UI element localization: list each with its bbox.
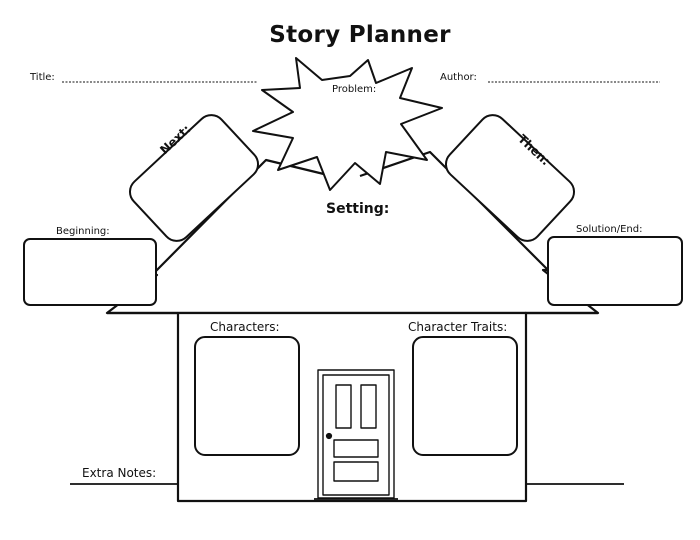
then-box[interactable] xyxy=(440,109,580,246)
author-label: Author: xyxy=(440,72,477,83)
setting-label: Setting: xyxy=(326,201,390,217)
door-frame xyxy=(317,369,395,499)
problem-starburst[interactable] xyxy=(252,57,443,191)
door-bottom-panel xyxy=(333,461,379,482)
door-window-right xyxy=(360,384,377,429)
extra-notes-label: Extra Notes: xyxy=(82,466,157,480)
beginning-label: Beginning: xyxy=(56,226,110,237)
characters-label: Characters: xyxy=(210,320,280,334)
character-traits-label: Character Traits: xyxy=(408,320,508,334)
traits-box[interactable] xyxy=(412,336,518,456)
door xyxy=(314,369,398,500)
solution-label: Solution/End: xyxy=(576,224,643,235)
title-label: Title: xyxy=(30,72,55,83)
next-box[interactable] xyxy=(124,109,264,246)
door-panel xyxy=(322,374,390,496)
door-knob xyxy=(325,432,333,440)
page-title: Story Planner xyxy=(269,22,451,48)
solution-box[interactable] xyxy=(547,236,683,306)
door-mid-panel xyxy=(333,439,379,458)
characters-box[interactable] xyxy=(194,336,300,456)
beginning-box[interactable] xyxy=(23,238,157,306)
door-window-left xyxy=(335,384,352,429)
problem-label: Problem: xyxy=(332,84,377,95)
